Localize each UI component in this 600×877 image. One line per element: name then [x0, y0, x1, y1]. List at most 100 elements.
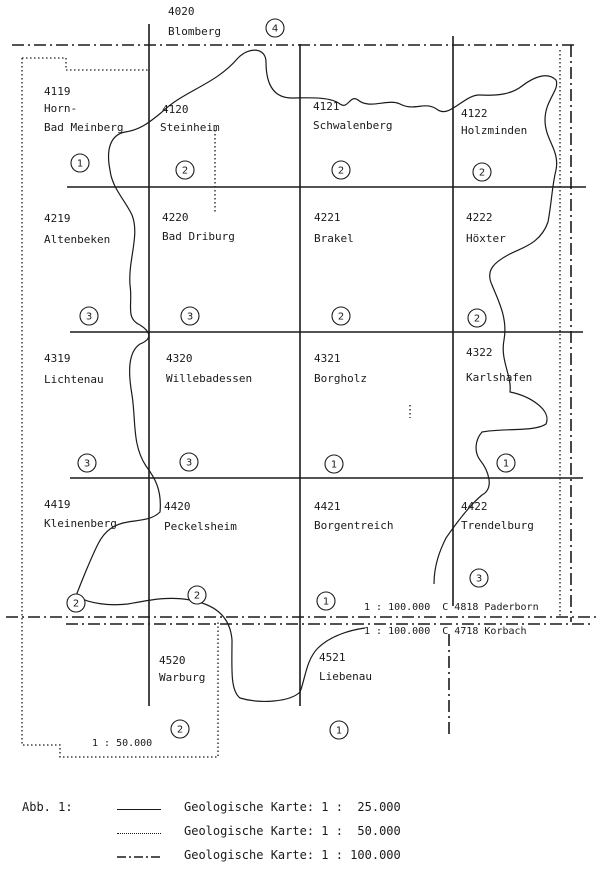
legend-sample-dashdot — [117, 856, 161, 858]
sheet-4419-number: 4419 — [44, 498, 71, 511]
circled-number-marker: 1 — [496, 453, 516, 473]
outline-north-east — [161, 49, 558, 585]
legend-text-100000: Geologische Karte: 1 : 100.000 — [184, 848, 401, 862]
marker-circle — [77, 453, 97, 473]
scale-label-paderborn: 1 : 100.000 C 4818 Paderborn — [364, 602, 539, 613]
marker-number: 2 — [474, 314, 480, 325]
marker-circle — [70, 153, 90, 173]
circled-number-marker: 3 — [469, 568, 489, 588]
circled-number-marker: 2 — [331, 160, 351, 180]
sheet-4420-name: Peckelsheim — [164, 520, 237, 533]
circled-number-marker: 2 — [187, 585, 207, 605]
sheet-4220-number: 4220 — [162, 211, 189, 224]
sheet-4521-number: 4521 — [319, 651, 346, 664]
sheet-4221-number: 4221 — [314, 211, 341, 224]
marker-circle — [469, 568, 489, 588]
circled-number-marker: 2 — [66, 593, 86, 613]
marker-circle — [170, 719, 190, 739]
sheet-4020-number: 4020 — [168, 5, 195, 18]
sheet-4221-name: Brakel — [314, 232, 354, 245]
circled-number-marker: 2 — [175, 160, 195, 180]
marker-number: 1 — [77, 159, 83, 170]
sheet-4121-number: 4121 — [313, 100, 340, 113]
circled-number-marker: 1 — [316, 591, 336, 611]
legend-row-100000: Geologische Karte: 1 : 100.000 — [22, 848, 442, 868]
sheet-4219-number: 4219 — [44, 212, 71, 225]
sheet-4220-name: Bad Driburg — [162, 230, 235, 243]
circled-number-marker: 2 — [170, 719, 190, 739]
sheet-4521-name: Liebenau — [319, 670, 372, 683]
marker-number: 3 — [186, 458, 192, 469]
circled-number-marker: 3 — [79, 306, 99, 326]
marker-number: 2 — [73, 599, 79, 610]
sheet-labels: 4020 Blomberg 4119 Horn-Bad Meinberg 412… — [44, 5, 534, 684]
marker-circle — [187, 585, 207, 605]
sheet-4020-name: Blomberg — [168, 25, 221, 38]
marker-circle — [329, 720, 349, 740]
sheet-4422-name: Trendelburg — [461, 519, 534, 532]
sheet-4121-name: Schwalenberg — [313, 119, 392, 132]
legend-title: Abb. 1: — [22, 800, 73, 814]
marker-number: 2 — [182, 166, 188, 177]
sheet-4319-name: Lichtenau — [44, 373, 104, 386]
legend-text-50000: Geologische Karte: 1 : 50.000 — [184, 824, 401, 838]
grid-25000 — [67, 24, 586, 706]
circled-number-marker: 3 — [179, 452, 199, 472]
marker-number: 3 — [476, 574, 482, 585]
marker-circle — [265, 18, 285, 38]
sheet-4122-number: 4122 — [461, 107, 488, 120]
marker-circle — [324, 454, 344, 474]
circled-number-marker: 2 — [472, 162, 492, 182]
sheet-4320-name: Willebadessen — [166, 372, 252, 385]
sheet-4222-number: 4222 — [466, 211, 493, 224]
boundary-100000 — [6, 44, 596, 735]
sheet-4520-number: 4520 — [159, 654, 186, 667]
circled-number-marker: 3 — [77, 453, 97, 473]
circled-number-marker: 1 — [329, 720, 349, 740]
boundary-50000 — [21, 50, 561, 758]
sheet-4322-number: 4322 — [466, 346, 493, 359]
legend-sample-solid — [117, 809, 161, 810]
marker-circle — [66, 593, 86, 613]
marker-circle — [180, 306, 200, 326]
sheet-4321-name: Borgholz — [314, 372, 367, 385]
marker-number: 2 — [338, 312, 344, 323]
marker-number: 2 — [479, 168, 485, 179]
scale-labels: 1 : 100.000 C 4818 Paderborn 1 : 100.000… — [92, 602, 539, 749]
outline-west — [75, 111, 366, 702]
marker-number: 2 — [177, 725, 183, 736]
circled-number-marker: 1 — [324, 454, 344, 474]
sheet-4120-number: 4120 — [162, 103, 189, 116]
sheet-4321-number: 4321 — [314, 352, 341, 365]
circled-number-marker: 2 — [467, 308, 487, 328]
sheet-4119-number: 4119 — [44, 85, 71, 98]
marker-circle — [331, 160, 351, 180]
legend-row-50000: Geologische Karte: 1 : 50.000 — [22, 824, 442, 844]
scale-label-50000: 1 : 50.000 — [92, 738, 152, 749]
circled-number-marker: 4 — [265, 18, 285, 38]
dotted-outline-50000 — [21, 58, 219, 758]
sheet-4320-number: 4320 — [166, 352, 193, 365]
sheet-4520-name: Warburg — [159, 671, 205, 684]
marker-number: 2 — [338, 166, 344, 177]
marker-circle — [472, 162, 492, 182]
marker-number: 3 — [187, 312, 193, 323]
marker-number: 3 — [86, 312, 92, 323]
circled-number-marker: 1 — [70, 153, 90, 173]
sheet-4122-name: Holzminden — [461, 124, 527, 137]
marker-circle — [331, 306, 351, 326]
marker-circle — [179, 452, 199, 472]
marker-number: 1 — [336, 726, 342, 737]
marker-circle — [496, 453, 516, 473]
marker-circle — [467, 308, 487, 328]
legend-text-25000: Geologische Karte: 1 : 25.000 — [184, 800, 401, 814]
legend-sample-dotted — [117, 833, 161, 834]
marker-circle — [79, 306, 99, 326]
marker-number: 1 — [323, 597, 329, 608]
sheet-4420-number: 4420 — [164, 500, 191, 513]
sheet-4119-name: Horn-Bad Meinberg — [44, 102, 123, 134]
marker-number: 1 — [503, 459, 509, 470]
dotted-top-edge — [22, 57, 150, 71]
